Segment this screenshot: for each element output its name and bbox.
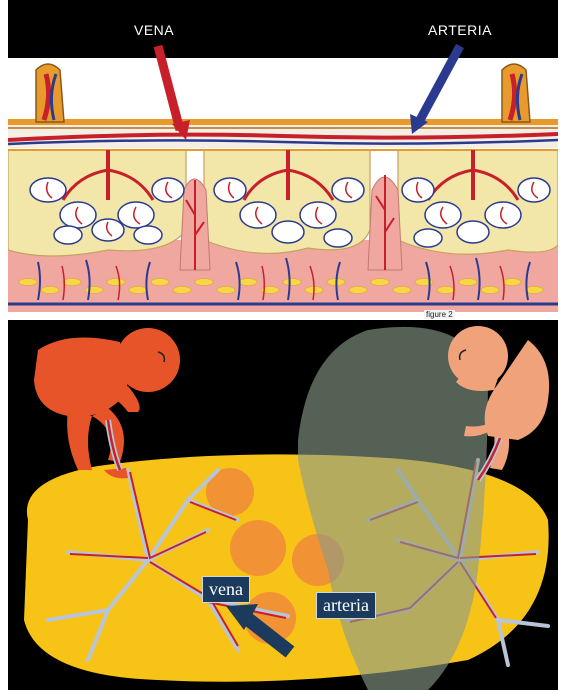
placenta-cross-section-illustration [8,0,558,320]
vena-label: vena [202,576,250,603]
arteria-label: arteria [316,592,376,619]
figure-caption: figure 2 [424,310,455,319]
vein-label: VENA [134,22,174,38]
twin-placenta-illustration [8,320,558,690]
artery-label: ARTERIA [428,22,492,38]
